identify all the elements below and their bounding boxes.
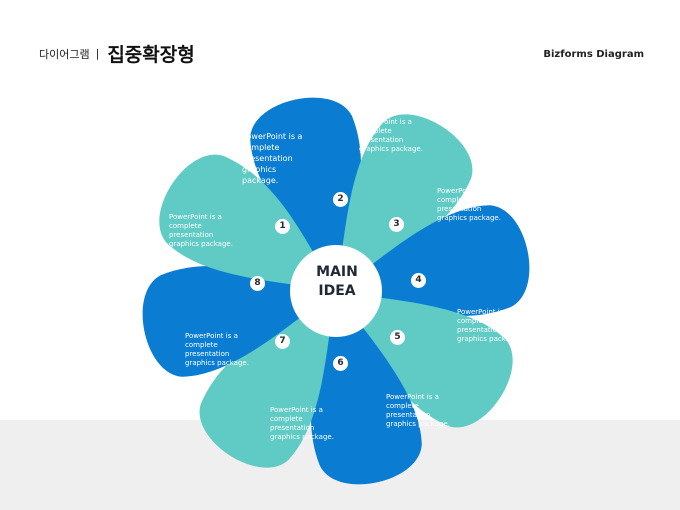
petal-5-number: 5: [390, 330, 405, 345]
petal-4-number: 4: [411, 273, 426, 288]
petal-8-number: 8: [250, 276, 265, 291]
category-label: 다이어그램: [39, 47, 90, 61]
petal-1-number: 1: [275, 219, 290, 234]
petal-8: [159, 154, 336, 291]
petal-2-number: 2: [333, 192, 348, 207]
petal-6: [199, 291, 336, 468]
page-title: 집중확장형: [107, 44, 195, 66]
center-circle: [290, 245, 382, 337]
petal-8-text: PowerPoint is a complete presentation gr…: [169, 213, 233, 248]
petal-3-number: 3: [389, 217, 404, 232]
petal-6-number: 6: [333, 356, 348, 371]
petal-5: [310, 291, 422, 485]
petal-6-text: PowerPoint is a complete presentation gr…: [270, 406, 334, 441]
header: 다이어그램 | 집중확장형: [39, 40, 195, 67]
main-idea-line-2: IDEA: [318, 283, 356, 299]
petal-2: [336, 114, 473, 291]
petal-4: [336, 291, 513, 428]
petal-3: [336, 205, 530, 317]
petal-7-number: 7: [275, 334, 290, 349]
petal-7-text: PowerPoint is a complete presentation gr…: [185, 332, 249, 367]
petal-1-text: PowerPoint is a complete presentation gr…: [242, 132, 303, 185]
main-idea-label: MAIN IDEA: [300, 263, 374, 301]
brand-label: Bizforms Diagram: [543, 49, 644, 60]
petal-4-text: PowerPoint is a complete presentation gr…: [457, 308, 521, 343]
title-separator: |: [95, 47, 100, 60]
main-idea-line-1: MAIN: [316, 264, 358, 280]
petal-1: [250, 97, 362, 291]
petal-5-text: PowerPoint is a complete presentation gr…: [386, 393, 450, 428]
petal-7: [142, 265, 336, 377]
petal-2-text: PowerPoint is a complete presentation gr…: [359, 118, 423, 153]
petal-3-text: PowerPoint is a complete presentation gr…: [437, 187, 501, 222]
